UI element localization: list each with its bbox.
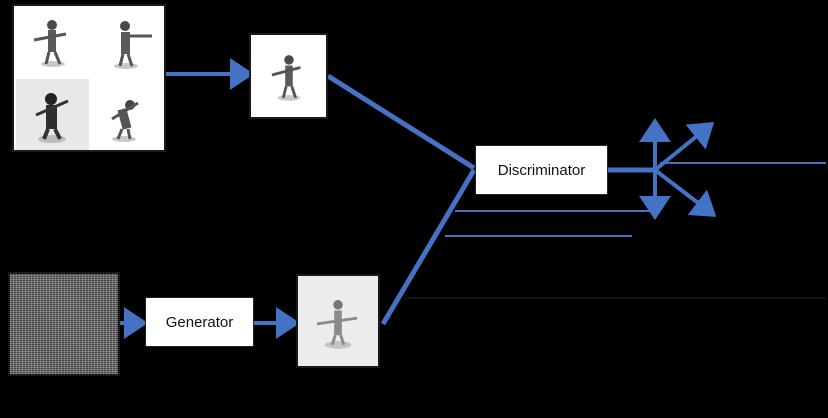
real-figure-4 bbox=[90, 79, 163, 150]
sampled-real-image bbox=[249, 33, 328, 119]
generator-box: Generator bbox=[145, 297, 254, 347]
generated-image bbox=[296, 274, 380, 368]
real-figure-2 bbox=[90, 8, 163, 78]
line-generated-to-discriminator bbox=[380, 168, 477, 326]
line-sample-to-discriminator bbox=[326, 73, 476, 171]
noise-input-image bbox=[8, 272, 120, 376]
generator-label: Generator bbox=[165, 313, 234, 331]
discriminator-box: Discriminator bbox=[475, 145, 608, 195]
real-figure-3 bbox=[16, 79, 89, 150]
real-images-panel bbox=[12, 4, 166, 152]
real-figure-1 bbox=[16, 8, 89, 78]
output-branch-downright bbox=[653, 168, 717, 217]
discriminator-label: Discriminator bbox=[497, 161, 586, 179]
